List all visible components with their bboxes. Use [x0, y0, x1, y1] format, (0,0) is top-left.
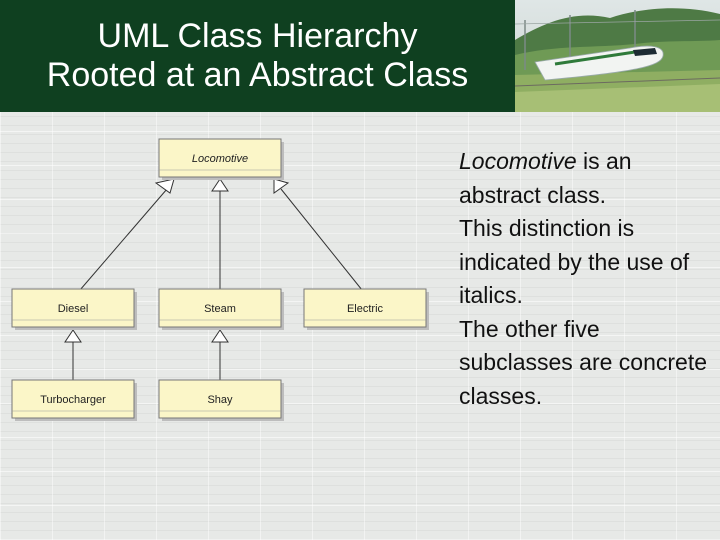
- class-box-locomotive: Locomotive: [158, 138, 284, 180]
- class-box-diesel: Diesel: [11, 288, 137, 330]
- title-line-1: UML Class Hierarchy: [97, 17, 418, 55]
- title-banner: UML Class Hierarchy Rooted at an Abstrac…: [0, 0, 515, 112]
- generalization-arrow-icon: [211, 329, 229, 343]
- description-paragraph-1: Locomotive is an abstract class.: [459, 145, 714, 212]
- class-box-turbocharger: Turbocharger: [11, 379, 137, 421]
- generalization-arrow-icon: [211, 178, 229, 192]
- title-line-2: Rooted at an Abstract Class: [46, 56, 469, 94]
- generalization-arrow-icon: [64, 329, 82, 343]
- edge-diesel-locomotive: [79, 188, 168, 291]
- description-paragraph-3: The other five subclasses are concrete c…: [459, 315, 708, 409]
- abstract-explanation: is an abstract class.: [459, 148, 632, 208]
- class-name-steam: Steam: [204, 303, 236, 315]
- class-box-steam: Steam: [158, 288, 284, 330]
- abstract-term: Locomotive: [459, 148, 577, 174]
- description-text: Locomotive is an abstract class. This di…: [459, 145, 714, 413]
- edge-electric-locomotive: [280, 188, 363, 291]
- generalization-arrow-icon: [154, 178, 175, 194]
- class-name-diesel: Diesel: [58, 303, 89, 315]
- generalization-arrow-icon: [273, 178, 290, 194]
- class-name-shay: Shay: [207, 394, 233, 406]
- class-box-shay: Shay: [158, 379, 284, 421]
- description-paragraph-2: This distinction is indicated by the use…: [459, 215, 690, 308]
- class-name-turbocharger: Turbocharger: [40, 394, 106, 406]
- class-box-electric: Electric: [303, 288, 429, 330]
- class-name-electric: Electric: [347, 303, 384, 315]
- bullet-train-photo: [515, 0, 720, 112]
- uml-class-diagram: Locomotive Diesel Steam Electric Turboch…: [11, 138, 429, 421]
- class-name-locomotive: Locomotive: [192, 153, 248, 165]
